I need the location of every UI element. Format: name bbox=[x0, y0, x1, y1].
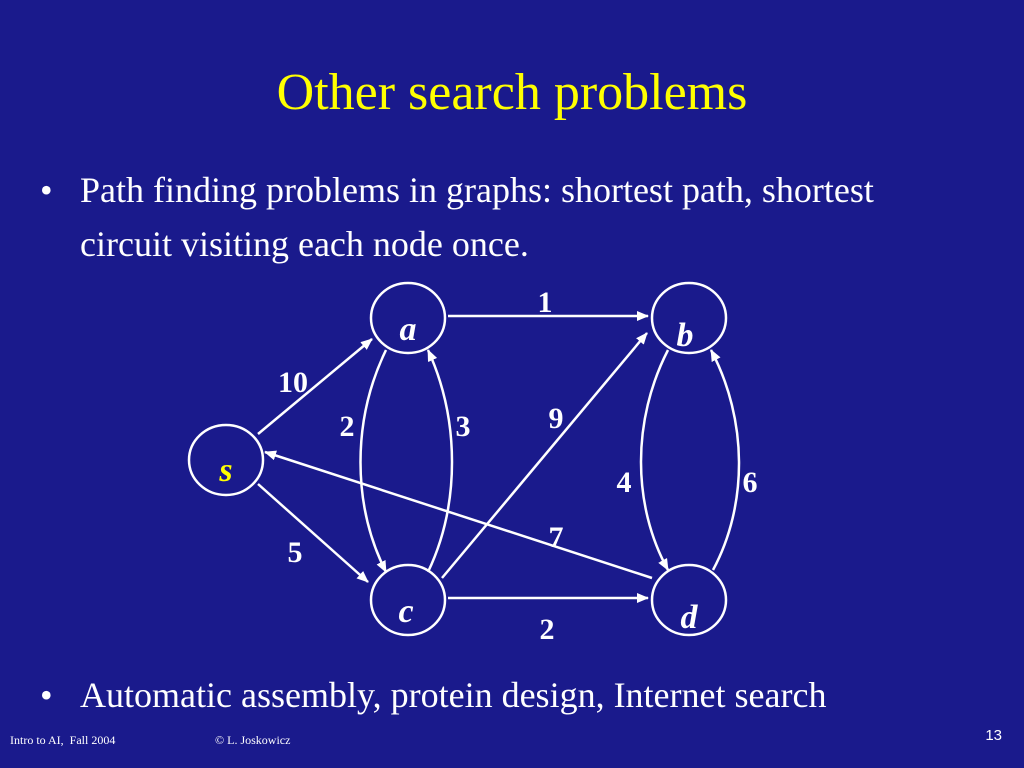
edge-d-s bbox=[264, 450, 653, 580]
node-s: s bbox=[187, 423, 265, 497]
edge-c-a bbox=[426, 349, 454, 573]
weight-d-b: 6 bbox=[743, 466, 758, 499]
node-label-b: b bbox=[677, 317, 694, 354]
edge-s-a bbox=[257, 338, 373, 435]
footer-author: © L. Joskowicz bbox=[215, 733, 291, 747]
edge-b-d bbox=[639, 349, 670, 571]
footer-course: Intro to AI, Fall 2004 bbox=[10, 733, 116, 747]
node-label-s: s bbox=[218, 452, 232, 489]
weight-s-a: 10 bbox=[278, 366, 308, 399]
bullet-applications: • Automatic assembly, protein design, In… bbox=[40, 668, 960, 722]
weight-c-d: 2 bbox=[540, 613, 555, 646]
weight-c-b: 9 bbox=[549, 402, 564, 435]
slide-title: Other search problems bbox=[276, 64, 748, 121]
weight-s-c: 5 bbox=[288, 536, 303, 569]
edge-s-c bbox=[257, 483, 369, 583]
weight-c-a: 3 bbox=[456, 410, 471, 443]
bullet-text: Automatic assembly, protein design, Inte… bbox=[80, 675, 827, 715]
edge-a-c bbox=[359, 349, 388, 573]
edge-d-b bbox=[709, 349, 741, 571]
node-c: c bbox=[369, 563, 447, 637]
node-label-c: c bbox=[398, 593, 413, 630]
node-d: d bbox=[650, 563, 728, 637]
weight-b-d: 4 bbox=[617, 466, 632, 499]
bullet-marker: • bbox=[40, 675, 53, 715]
node-b: b bbox=[650, 281, 728, 355]
page-number: 13 bbox=[985, 727, 1002, 744]
node-label-a: a bbox=[400, 311, 417, 348]
weight-a-c: 2 bbox=[340, 410, 355, 443]
bullet-path-finding: • Path finding problems in graphs: short… bbox=[40, 163, 960, 271]
node-a: a bbox=[369, 281, 447, 355]
weight-a-b: 1 bbox=[538, 286, 553, 319]
bullet-text: Path finding problems in graphs: shortes… bbox=[80, 170, 874, 264]
edge-c-b bbox=[441, 332, 648, 579]
weight-d-s: 7 bbox=[549, 521, 564, 554]
node-label-d: d bbox=[681, 599, 699, 636]
bullet-marker: • bbox=[40, 170, 53, 210]
